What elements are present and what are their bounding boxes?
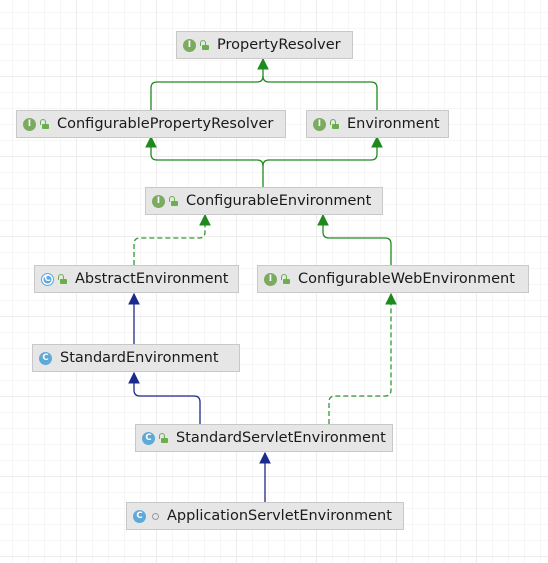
node-label: Environment bbox=[347, 116, 440, 132]
node-environment[interactable]: I Environment bbox=[306, 110, 449, 138]
node-label: StandardEnvironment bbox=[60, 350, 219, 366]
node-label: AbstractEnvironment bbox=[75, 271, 229, 287]
interface-icon: I bbox=[23, 117, 36, 131]
node-label: StandardServletEnvironment bbox=[176, 430, 386, 446]
node-label: ConfigurableWebEnvironment bbox=[298, 271, 515, 287]
public-lock-icon bbox=[40, 119, 49, 129]
edge-configurable-property-resolver-to-property-resolver bbox=[150, 57, 269, 110]
edge-environment-to-property-resolver bbox=[262, 75, 378, 110]
interface-icon: I bbox=[264, 272, 277, 286]
abstract-class-icon: C bbox=[41, 272, 54, 286]
public-lock-icon bbox=[330, 119, 339, 129]
node-label: ConfigurableEnvironment bbox=[186, 193, 372, 209]
edge-configurable-web-environment-to-configurable-environment bbox=[317, 213, 392, 265]
edge-configurable-environment-to-configurable-property-resolver bbox=[145, 135, 264, 187]
node-application-servlet-environment[interactable]: C ApplicationServletEnvironment bbox=[126, 502, 404, 530]
edge-configurable-environment-to-environment bbox=[262, 135, 383, 167]
node-label: ApplicationServletEnvironment bbox=[167, 508, 392, 524]
node-label: ConfigurablePropertyResolver bbox=[57, 116, 274, 132]
package-private-icon bbox=[151, 511, 159, 521]
class-icon: C bbox=[133, 509, 146, 523]
node-configurable-web-environment[interactable]: I ConfigurableWebEnvironment bbox=[257, 265, 529, 293]
node-label: PropertyResolver bbox=[217, 37, 341, 53]
interface-icon: I bbox=[313, 117, 326, 131]
node-property-resolver[interactable]: I PropertyResolver bbox=[176, 31, 353, 59]
node-standard-servlet-environment[interactable]: C StandardServletEnvironment bbox=[135, 424, 393, 452]
edge-abstract-environment-to-configurable-environment bbox=[133, 213, 211, 265]
node-abstract-environment[interactable]: C AbstractEnvironment bbox=[34, 265, 239, 293]
node-standard-environment[interactable]: C StandardEnvironment bbox=[32, 344, 240, 372]
node-configurable-environment[interactable]: I ConfigurableEnvironment bbox=[145, 187, 383, 215]
public-lock-icon bbox=[281, 274, 290, 284]
public-lock-icon bbox=[200, 40, 209, 50]
class-icon: C bbox=[142, 431, 155, 445]
public-lock-icon bbox=[159, 433, 168, 443]
edge-standard-servlet-environment-to-standard-environment bbox=[128, 371, 201, 424]
class-icon: C bbox=[39, 351, 52, 365]
public-lock-icon bbox=[58, 274, 67, 284]
edge-standard-servlet-environment-to-configurable-web-environment bbox=[328, 292, 397, 424]
public-lock-icon bbox=[169, 196, 178, 206]
interface-icon: I bbox=[152, 194, 165, 208]
node-configurable-property-resolver[interactable]: I ConfigurablePropertyResolver bbox=[16, 110, 286, 138]
interface-icon: I bbox=[183, 38, 196, 52]
